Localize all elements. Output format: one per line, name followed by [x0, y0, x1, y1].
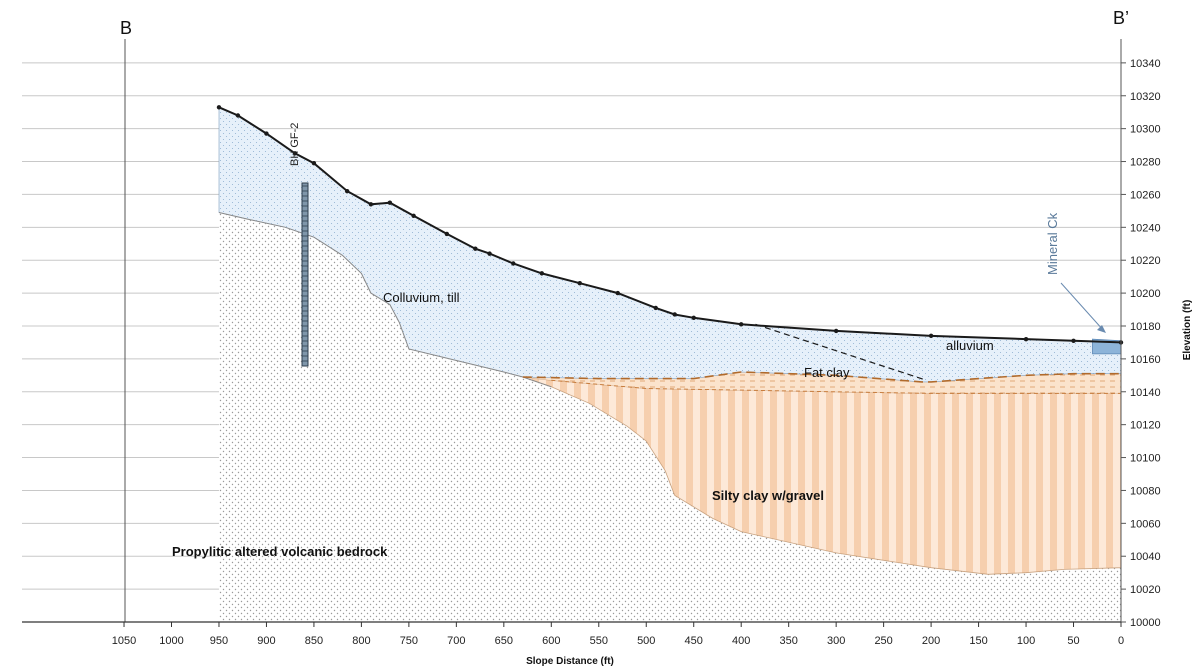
borehole-label: BH GF-2: [289, 123, 301, 166]
x-tick-label: 450: [685, 635, 703, 647]
survey-point: [292, 151, 298, 156]
survey-point: [368, 202, 374, 207]
survey-point: [444, 231, 450, 237]
borehole-hatching: [302, 185, 308, 362]
x-tick-label: 300: [827, 635, 845, 647]
silty-clay-unit: [522, 376, 1122, 575]
x-tick-label: 0: [1118, 635, 1124, 647]
x-tick-label: 350: [779, 635, 797, 647]
y-tick-label: 10340: [1130, 58, 1161, 70]
x-tick-label: 650: [495, 635, 513, 647]
survey-point: [653, 305, 658, 311]
x-tick-label: 550: [590, 635, 608, 647]
y-tick-label: 10000: [1130, 617, 1161, 629]
survey-point: [1023, 336, 1029, 342]
y-tick-label: 10060: [1130, 518, 1161, 530]
fat-clay-top-contact: [522, 371, 1121, 383]
survey-point: [411, 213, 416, 219]
y-tick-label: 10280: [1130, 157, 1161, 169]
bedrock-contact-line: [218, 212, 552, 388]
survey-point: [473, 246, 478, 251]
y-tick-label: 10240: [1130, 222, 1161, 234]
survey-point: [387, 200, 393, 205]
creek-label: Mineral Ck: [1045, 212, 1060, 275]
y-tick-label: 10020: [1130, 584, 1161, 596]
survey-point: [615, 290, 620, 296]
y-tick-label: 10140: [1130, 387, 1161, 399]
survey-point: [739, 322, 744, 327]
y-tick-label: 10200: [1130, 288, 1161, 300]
x-tick-label: 50: [1067, 635, 1079, 647]
x-tick-label: 600: [542, 635, 560, 647]
survey-point: [311, 160, 317, 166]
survey-point: [539, 271, 545, 276]
y-tick-label: 10320: [1130, 91, 1161, 103]
survey-point: [344, 188, 350, 194]
x-tick-label: 500: [637, 635, 655, 647]
x-tick-label: 400: [732, 635, 750, 647]
alluvium-label: alluvium: [946, 338, 994, 353]
survey-point: [264, 131, 269, 136]
x-axis-title: Slope Distance (ft): [526, 656, 614, 667]
y-axis-title: Elevation (ft): [1182, 300, 1193, 361]
survey-point: [833, 328, 839, 334]
y-tick-label: 10120: [1130, 420, 1161, 432]
x-tick-label: 950: [210, 635, 228, 647]
survey-point: [577, 281, 582, 286]
fat-clay-unit: [522, 372, 1121, 394]
x-tick-label: 200: [922, 635, 940, 647]
y-tick-label: 10300: [1130, 124, 1161, 136]
survey-point: [235, 113, 241, 118]
survey-point: [672, 312, 677, 317]
x-tick-label: 250: [874, 635, 892, 647]
fat-clay-label: Fat clay: [804, 365, 850, 380]
creek-arrowhead: [1097, 325, 1106, 333]
x-tick-label: 900: [257, 635, 275, 647]
silty-clay-label: Silty clay w/gravel: [712, 488, 824, 503]
x-tick-label: 700: [447, 635, 465, 647]
y-tick-label: 10100: [1130, 453, 1161, 465]
survey-point: [511, 261, 516, 266]
x-tick-label: 150: [969, 635, 987, 647]
y-tick-label: 10080: [1130, 485, 1161, 497]
bedrock-unit: [218, 212, 1122, 622]
survey-point: [216, 105, 222, 110]
bedrock-label: Propylitic altered volcanic bedrock: [172, 544, 388, 559]
x-tick-label: 1000: [159, 635, 183, 647]
survey-point: [691, 315, 696, 320]
x-tick-label: 850: [305, 635, 323, 647]
x-tick-label: 750: [400, 635, 418, 647]
survey-point: [928, 333, 934, 339]
borehole-column: [301, 182, 309, 367]
y-tick-label: 10040: [1130, 551, 1161, 563]
y-tick-label: 10160: [1130, 354, 1161, 366]
creek-leader-arrow: [1060, 282, 1105, 332]
x-tick-label: 800: [352, 635, 370, 647]
section-start-label: B: [120, 18, 132, 38]
survey-point: [487, 251, 492, 256]
colluvium-label: Colluvium, till: [383, 290, 460, 305]
y-tick-label: 10180: [1130, 321, 1161, 333]
elevation-tick-labels: 10000 10020 10040 10060 10080 10100 10120 10140…: [1130, 58, 1161, 629]
y-tick-label: 10260: [1130, 189, 1161, 201]
x-tick-label: 100: [1017, 635, 1035, 647]
y-tick-label: 10220: [1130, 255, 1161, 267]
survey-point: [1071, 338, 1076, 343]
x-tick-label: 1050: [112, 635, 136, 647]
survey-points: [216, 105, 1124, 345]
section-end-label: B’: [1113, 8, 1129, 28]
